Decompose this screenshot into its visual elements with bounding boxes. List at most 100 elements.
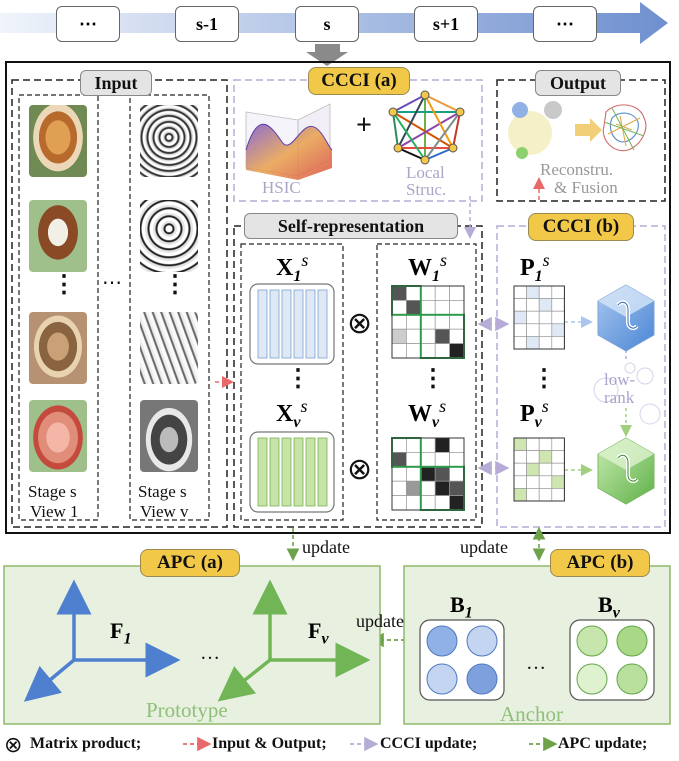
matrix-cell [538,310,553,325]
legend-matrix-product: Matrix product; [30,735,142,752]
matrix-cell [513,285,527,299]
matrix-cell [526,475,540,489]
axes-fv [217,579,371,702]
matrix-cell [551,462,565,477]
matrix-cell [449,495,465,511]
matrix-cell [406,343,422,359]
matrix-cell [551,437,565,451]
matrix-cell [420,300,436,316]
ccci-a-title: CCCI (a) [308,67,410,95]
matrix-cell [406,328,422,344]
stage-label-viewv: Stage s [138,482,187,501]
matrix-cell [513,336,527,350]
anchor-ellipsis: … [526,652,546,674]
matrix-cell [391,452,407,468]
matrix-cell [391,314,407,330]
viewv-vertical-dots: ⋮ [163,272,187,298]
matrix-cell [513,437,527,451]
matrix-cell [551,488,565,502]
fusion-label: & Fusion [554,178,618,197]
prototype-ellipsis: … [200,642,220,664]
stage-label: s+1 [432,14,460,34]
matrix-cell [526,323,540,337]
wv-subscript: v [432,413,440,431]
wv-matrix [391,437,465,511]
update-label-prototype-anchor: update [356,611,404,631]
matrix-cell [434,437,450,453]
matrix-cell [434,480,450,496]
anchor-bv [569,619,655,701]
matrix-cell [391,466,407,482]
xv-letter: X [276,401,294,427]
wv-label: Wvs [408,396,446,432]
pv-subscript: v [534,413,542,431]
self-representation-title: Self-representation [244,213,458,239]
x1-superscript: s [301,250,309,270]
pv-label: Pvs [520,396,549,432]
anchor-b1 [419,619,505,701]
w1-subscript: 1 [432,267,440,285]
matrix-cell [526,285,540,299]
matrix-cell [526,488,540,502]
w1-superscript: s [440,250,448,270]
bv-label: Bv [598,592,620,622]
low-rank-cube-blue [597,284,655,352]
matrix-cell [420,437,436,453]
p1-label: P1s [520,250,550,286]
legend-input-output: Input & Output; [212,735,327,752]
matrix-cell [391,495,407,511]
input-title: Input [80,70,152,96]
pig-color-image [29,400,87,472]
xv-label: Xvs [276,396,307,432]
local-structure-graph [388,90,465,165]
p1-subscript: 1 [534,267,543,285]
pig-sketch-image [140,400,198,472]
pv-matrix [513,437,565,502]
matrix-cell [406,480,422,496]
w1-label: W1s [408,250,447,286]
pv-superscript: s [541,396,549,416]
matrix-cell [538,323,553,337]
matrix-cell [406,495,422,511]
matrix-cell [420,343,436,359]
pv-letter: P [520,401,535,427]
matrix-cell [526,450,540,464]
matrix-cell [420,328,436,344]
viewv-label: View v [140,502,189,521]
matrix-cell [406,314,422,330]
matrix-cell [526,310,540,325]
matrix-cell [551,323,565,337]
x1-subscript: 1 [293,267,302,285]
f1-subscript: 1 [123,630,132,648]
fv-subscript: v [321,630,329,648]
stage-label: s-1 [196,14,218,34]
w1-letter: W [408,255,432,281]
matrix-cell [551,298,565,312]
stage-label: s [323,14,331,34]
anchor-label: Anchor [500,702,563,726]
hsic-label: HSIC [262,178,301,197]
matrix-cell [449,452,465,468]
x-vertical-dots: ⋮ [286,366,310,392]
matrix-cell [449,285,465,301]
bv-subscript: v [612,604,620,622]
cat-sketch-image [140,312,198,384]
xv-superscript: s [300,396,308,416]
f1-label: F1 [110,618,131,648]
update-label-apc-b: update [460,537,508,557]
matrix-cell [513,323,527,337]
f1-letter: F [110,618,124,643]
matrix-cell [526,298,540,312]
matrix-cell [434,328,450,344]
matrix-cell [420,452,436,468]
stage-box-s-minus-1: s-1 [175,6,239,42]
stage-box-prev-ellipsis: ⋯ [56,6,120,42]
matrix-cell [449,466,465,482]
matrix-cell [406,300,422,316]
p1-superscript: s [542,250,550,270]
matrix-cell [391,480,407,496]
matrix-cell [406,466,422,482]
stage-label-view1: Stage s [28,482,77,501]
matrix-cell [391,285,407,301]
